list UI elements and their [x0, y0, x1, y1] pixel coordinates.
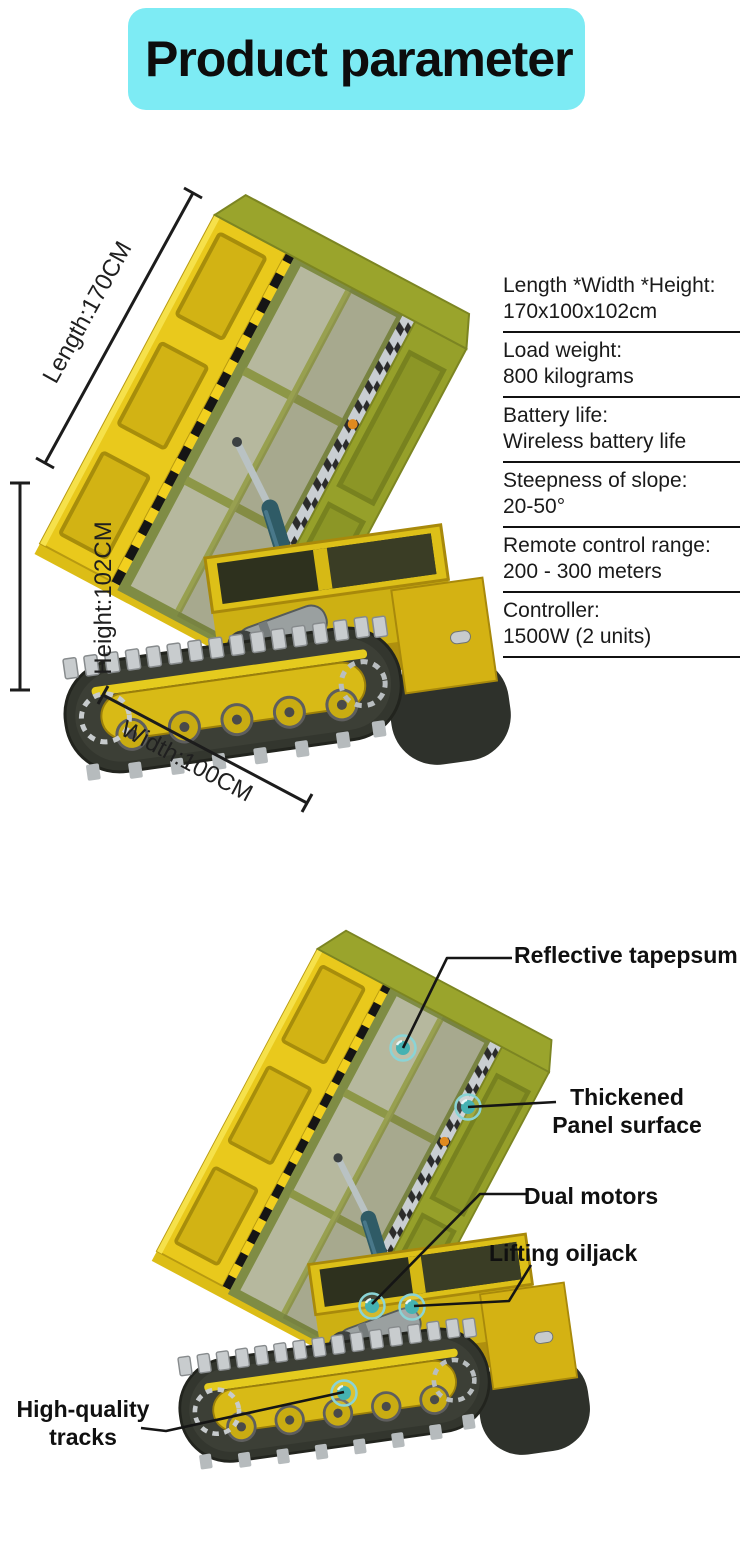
callout-label-tracks: High-quality tracks: [16, 1396, 150, 1450]
marker-dual-motors: [358, 1292, 386, 1320]
callout-line-lifting-oiljack: [413, 1264, 533, 1308]
spec-item-controller: Controller: 1500W (2 units): [503, 593, 740, 658]
marker-lifting-oiljack: [398, 1293, 426, 1321]
dimension-width-line: [96, 685, 314, 813]
callout-label-thickened-panel: Thickened Panel surface: [552, 1084, 702, 1138]
dimension-height-line: [10, 481, 30, 692]
callout-line-dual-motors: [371, 1192, 527, 1305]
spec-item-battery-life: Battery life: Wireless battery life: [503, 398, 740, 463]
spec-list: Length *Width *Height: 170x100x102cm Loa…: [503, 268, 740, 658]
figure-callouts: [140, 900, 750, 1542]
callout-label-lifting-oiljack: Lifting oiljack: [489, 1240, 638, 1266]
dimension-height-label: Height:102CM: [90, 521, 117, 674]
page-title-badge: Product parameter: [128, 8, 585, 110]
dimension-length-label: Length:170CM: [37, 237, 137, 388]
callout-line-thickened: [467, 1100, 557, 1109]
spec-item-size: Length *Width *Height: 170x100x102cm: [503, 268, 740, 333]
callout-label-dual-motors: Dual motors: [524, 1183, 659, 1209]
figure-dimensions: Length:170CM Height:102CM Width:100CM: [10, 140, 520, 813]
spec-item-load-weight: Load weight: 800 kilograms: [503, 333, 740, 398]
spec-item-remote-range: Remote control range: 200 - 300 meters: [503, 528, 740, 593]
page-title: Product parameter: [145, 31, 574, 87]
callout-line-reflective: [401, 956, 512, 1049]
dimension-length-line: [35, 186, 203, 470]
callout-label-reflective-tape: Reflective tapepsum: [514, 942, 738, 968]
callout-line-tracks: [140, 1390, 345, 1433]
spec-item-slope: Steepness of slope: 20-50°: [503, 463, 740, 528]
